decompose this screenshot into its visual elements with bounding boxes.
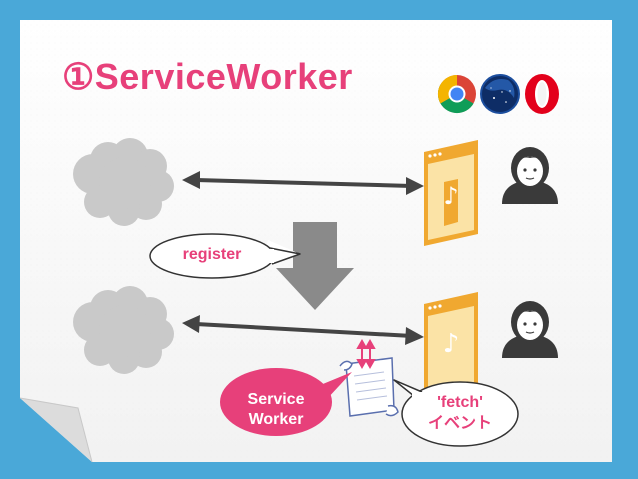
browser-page-top: ♪ <box>424 140 478 246</box>
page-title: ①ServiceWorker <box>62 56 353 97</box>
intercept-arrows <box>356 338 376 370</box>
fetch-event-bubble <box>393 379 519 447</box>
arrow-network-bottom <box>182 315 424 345</box>
chrome-icon <box>437 74 476 114</box>
user-icon-bottom <box>502 301 558 358</box>
opera-icon <box>525 74 559 114</box>
music-note-icon: ♪ <box>443 329 460 359</box>
arrow-network-top <box>182 171 424 195</box>
register-bubble <box>149 233 301 279</box>
cloud-server-top <box>73 138 174 226</box>
paper-fold-corner <box>20 398 92 462</box>
firefox-nightly-icon <box>480 74 520 114</box>
fetch-event-label: 'fetch' イベント <box>406 392 514 434</box>
browser-page-bottom: ♪ <box>424 292 478 398</box>
arrow-down-transition <box>276 222 354 310</box>
service-worker-label-line2: Worker <box>248 411 304 428</box>
service-worker-scroll-icon <box>339 357 399 417</box>
service-worker-bubble <box>220 368 352 436</box>
service-worker-label: Service Worker <box>226 390 326 430</box>
user-icon-top <box>502 147 558 204</box>
fetch-event-label-line1: 'fetch' <box>437 394 483 411</box>
music-note-icon: ♪ <box>443 182 458 210</box>
service-worker-label-line1: Service <box>247 391 305 408</box>
fetch-event-label-line2: イベント <box>427 415 492 432</box>
cloud-server-bottom <box>73 286 174 374</box>
register-label: register <box>182 246 242 263</box>
